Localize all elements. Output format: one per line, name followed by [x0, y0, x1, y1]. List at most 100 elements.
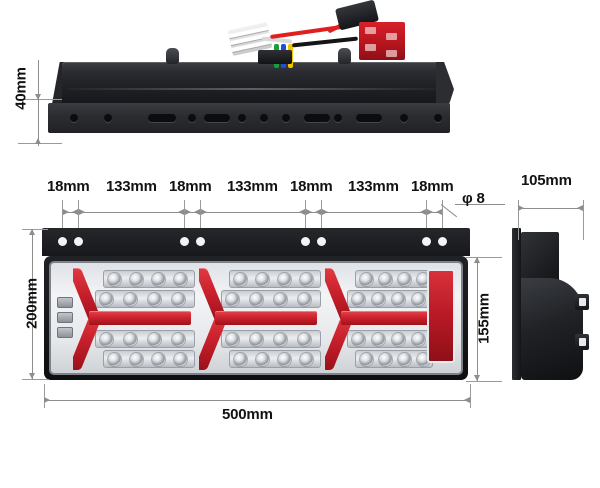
- extension-line: [184, 200, 185, 240]
- dimension-arrow: [436, 209, 442, 215]
- side-lower-body: [521, 278, 589, 380]
- extension-line: [442, 200, 443, 240]
- dimension-label-width: 500mm: [222, 406, 273, 423]
- extension-line: [200, 200, 201, 240]
- dimension-arrow: [474, 257, 480, 263]
- dimension-arrow: [306, 209, 312, 215]
- dimension-arrow: [577, 205, 583, 211]
- dimension-chain-line: [62, 212, 442, 213]
- led-row: [95, 330, 195, 348]
- lamp-lens: [49, 261, 463, 375]
- extension-line: [62, 200, 63, 240]
- spacing-label: 133mm: [106, 178, 157, 195]
- rail-slot: [204, 114, 230, 122]
- wiring-harness: [227, 0, 405, 68]
- side-marker-modules: [57, 297, 73, 339]
- side-mounting-plate: [512, 228, 521, 380]
- bracket-hole: [301, 237, 310, 246]
- extension-line: [470, 384, 471, 408]
- dimension-arrow: [464, 397, 470, 403]
- mounting-rail: [48, 103, 450, 133]
- spacing-label: 18mm: [411, 178, 454, 195]
- leader-line: [440, 204, 458, 218]
- dimension-arrow: [518, 205, 524, 211]
- dimension-arrow: [420, 209, 426, 215]
- led-row: [95, 290, 195, 308]
- extension-line: [78, 200, 79, 240]
- red-chevron: [199, 266, 317, 372]
- dimension-arrow: [35, 138, 41, 144]
- dimension-arrow: [299, 209, 305, 215]
- mounting-bracket: [42, 228, 470, 256]
- rail-hole: [334, 114, 342, 122]
- side-marker-module: [57, 297, 73, 308]
- extension-line: [321, 200, 322, 240]
- red-reflector-strip: [427, 269, 455, 363]
- rail-hole: [188, 114, 196, 122]
- red-chevron: [325, 266, 429, 372]
- dimension-arrow: [72, 209, 78, 215]
- dimension-arrow: [427, 209, 433, 215]
- led-row: [347, 330, 433, 348]
- side-marker-module: [57, 327, 73, 338]
- dimension-line-width: [44, 400, 470, 401]
- housing-right-taper: [436, 62, 454, 106]
- extension-line: [22, 379, 48, 380]
- rail-hole: [238, 114, 246, 122]
- dimension-arrow: [201, 209, 207, 215]
- spacing-label: 18mm: [47, 178, 90, 195]
- lamp-segment: [199, 266, 321, 372]
- spacing-label: 133mm: [227, 178, 278, 195]
- bracket-hole: [196, 237, 205, 246]
- led-row: [103, 270, 195, 288]
- dimension-arrow: [79, 209, 85, 215]
- dimension-arrow: [474, 375, 480, 381]
- dimension-arrow: [29, 373, 35, 379]
- housing-body: [62, 62, 442, 104]
- dimension-arrow: [178, 209, 184, 215]
- extension-line: [466, 381, 502, 382]
- mounting-stud: [166, 48, 179, 64]
- bracket-hole: [422, 237, 431, 246]
- dimension-line-depth: [38, 60, 39, 146]
- bracket-hole: [438, 237, 447, 246]
- led-row: [103, 350, 195, 368]
- dimension-line-height: [32, 229, 33, 379]
- dimension-label-lamp-height: 155mm: [475, 293, 493, 344]
- dimension-arrow: [35, 94, 41, 100]
- led-row: [355, 270, 433, 288]
- extension-line: [583, 200, 584, 240]
- led-row: [229, 270, 321, 288]
- rail-hole: [70, 114, 78, 122]
- red-chevron: [73, 266, 191, 372]
- led-row: [221, 330, 321, 348]
- leader-line: [455, 204, 505, 205]
- side-lug: [575, 334, 589, 350]
- lamp-segment: [73, 266, 195, 372]
- led-row: [229, 350, 321, 368]
- side-marker-module: [57, 312, 73, 323]
- rail-hole: [400, 114, 408, 122]
- dimension-arrow: [44, 397, 50, 403]
- led-row: [347, 290, 433, 308]
- bracket-hole: [58, 237, 67, 246]
- hole-diameter-label: φ 8: [462, 190, 485, 207]
- rail-hole: [434, 114, 442, 122]
- dimension-arrow: [322, 209, 328, 215]
- rail-hole: [282, 114, 290, 122]
- spacing-label: 133mm: [348, 178, 399, 195]
- bracket-hole: [74, 237, 83, 246]
- red-connector-block: [359, 22, 405, 60]
- rail-slot: [148, 114, 176, 122]
- dimension-line-depth-side: [518, 208, 583, 209]
- lamp-segment: [325, 266, 447, 372]
- rail-slot: [304, 114, 330, 122]
- extension-line: [22, 229, 48, 230]
- led-row: [221, 290, 321, 308]
- led-row: [355, 350, 433, 368]
- dimension-arrow: [194, 209, 200, 215]
- dimension-label-depth: 40mm: [12, 67, 30, 110]
- bracket-hole: [180, 237, 189, 246]
- rail-hole: [104, 114, 112, 122]
